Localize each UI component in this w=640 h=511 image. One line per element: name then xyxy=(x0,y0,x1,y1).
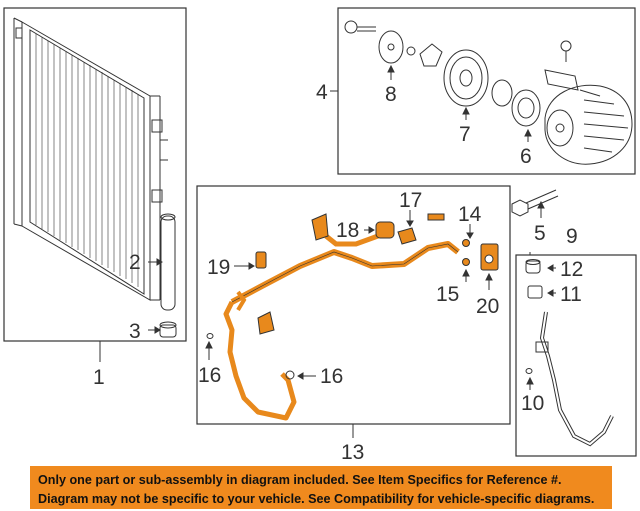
hose-frame xyxy=(515,254,637,457)
plug-drawing xyxy=(159,321,177,338)
callout-10: 10 xyxy=(521,392,544,415)
callout-6: 6 xyxy=(520,145,532,168)
callout-15: 15 xyxy=(436,283,459,306)
callout-5: 5 xyxy=(534,222,546,245)
callout-16-right: 16 xyxy=(320,365,343,388)
compressor-group-drawing xyxy=(344,20,633,165)
pipe-assembly-drawing xyxy=(206,213,499,421)
leader-lines xyxy=(99,64,556,438)
callout-19: 19 xyxy=(207,256,230,279)
callout-7: 7 xyxy=(459,123,471,146)
callout-8: 8 xyxy=(385,83,397,106)
condenser-frame xyxy=(3,7,187,342)
bolt-drawing xyxy=(511,189,559,217)
callout-17: 17 xyxy=(399,189,422,212)
callout-labels: 1 2 3 4 5 6 7 8 9 10 11 12 13 14 15 16 1… xyxy=(93,81,583,464)
callout-13: 13 xyxy=(341,441,364,464)
callout-3: 3 xyxy=(129,320,141,343)
callout-11: 11 xyxy=(560,283,582,306)
callout-4: 4 xyxy=(316,81,328,104)
callout-12: 12 xyxy=(560,258,583,281)
callout-1: 1 xyxy=(93,366,105,389)
condenser-drawing xyxy=(13,17,168,301)
notice-line-1: Only one part or sub-assembly in diagram… xyxy=(38,473,562,487)
hose-group-drawing xyxy=(525,259,614,447)
callout-9: 9 xyxy=(566,225,578,248)
notice-line-2: Diagram may not be specific to your vehi… xyxy=(38,492,595,506)
receiver-drier-drawing xyxy=(160,213,176,311)
callout-14: 14 xyxy=(458,203,482,226)
notice-banner: Only one part or sub-assembly in diagram… xyxy=(30,466,612,509)
callout-2: 2 xyxy=(129,251,141,274)
callout-16-left: 16 xyxy=(198,364,221,387)
callout-20: 20 xyxy=(476,295,499,318)
callout-18: 18 xyxy=(336,219,359,242)
